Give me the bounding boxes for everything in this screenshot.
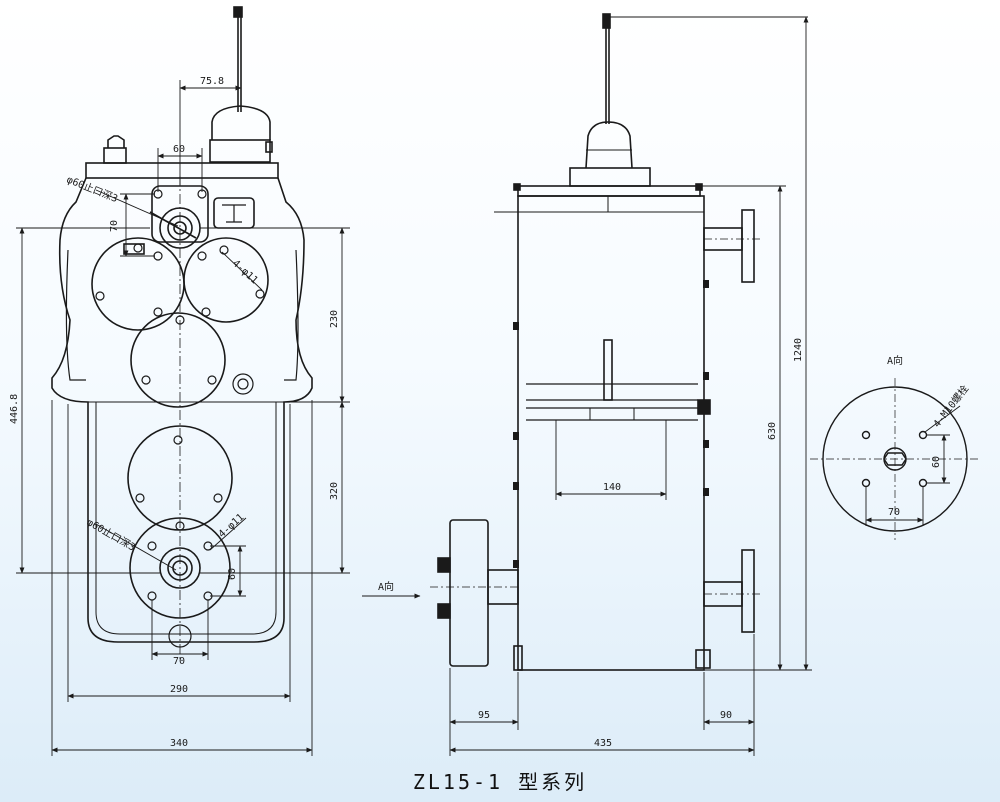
dim-75-8: 75.8 xyxy=(200,76,224,87)
gear-middle xyxy=(130,312,226,408)
bolt-holes xyxy=(95,189,265,648)
note-holes-top: 4-φ11 xyxy=(230,258,260,286)
dim-435: 435 xyxy=(594,738,612,749)
drawing-caption: ZL15-1 型系列 xyxy=(412,770,588,794)
dim-630: 630 xyxy=(767,422,778,440)
front-top-fitting xyxy=(103,135,127,164)
front-dimensions xyxy=(16,80,350,756)
note-spigot-bottom: φ60止口深3 xyxy=(85,516,138,553)
dim-60-top: 60 xyxy=(173,144,185,155)
side-housing-bolts xyxy=(513,280,709,568)
dim-60-bottom: 60 xyxy=(227,568,238,580)
gear-upper-right xyxy=(183,237,269,323)
view-a-dimensions xyxy=(865,405,961,526)
side-motor xyxy=(569,121,651,187)
right-lower-flange xyxy=(703,549,760,633)
view-a-title: A向 xyxy=(887,354,903,367)
engineering-drawing: 75.8 60 70 446.8 230 320 60 70 290 340 φ… xyxy=(9,6,980,756)
side-view xyxy=(430,13,808,671)
front-top-plate xyxy=(85,162,279,179)
dim-340: 340 xyxy=(170,738,188,749)
top-input-flange xyxy=(123,185,255,255)
view-a-dim-70: 70 xyxy=(888,507,900,518)
dim-320: 320 xyxy=(329,482,340,500)
view-a-dim-60: 60 xyxy=(931,456,942,468)
view-a-bolt-note: 4-M10螺栓 xyxy=(930,382,971,429)
dim-95: 95 xyxy=(478,710,490,721)
dim-140: 140 xyxy=(603,482,621,493)
side-dimension-texts: 1240 630 140 95 90 435 A向 xyxy=(378,338,804,749)
side-top-plate xyxy=(517,185,701,197)
front-motor xyxy=(209,105,273,163)
dim-290: 290 xyxy=(170,684,188,695)
dim-70-bottom: 70 xyxy=(173,656,185,667)
front-body-outline xyxy=(51,177,313,643)
side-dimensions xyxy=(362,16,812,756)
side-housing xyxy=(517,195,705,671)
note-holes-bottom: 4-φ11 xyxy=(217,512,247,540)
side-handle xyxy=(602,13,808,124)
dim-90: 90 xyxy=(720,710,732,721)
dim-446-8: 446.8 xyxy=(9,394,20,424)
right-upper-flange xyxy=(703,209,760,283)
view-a-arrow-label: A向 xyxy=(378,580,394,593)
left-input-flange xyxy=(430,519,519,667)
dim-230: 230 xyxy=(329,310,340,328)
front-view xyxy=(51,6,313,660)
dim-1240: 1240 xyxy=(793,338,804,362)
dim-70-left: 70 xyxy=(109,220,120,232)
